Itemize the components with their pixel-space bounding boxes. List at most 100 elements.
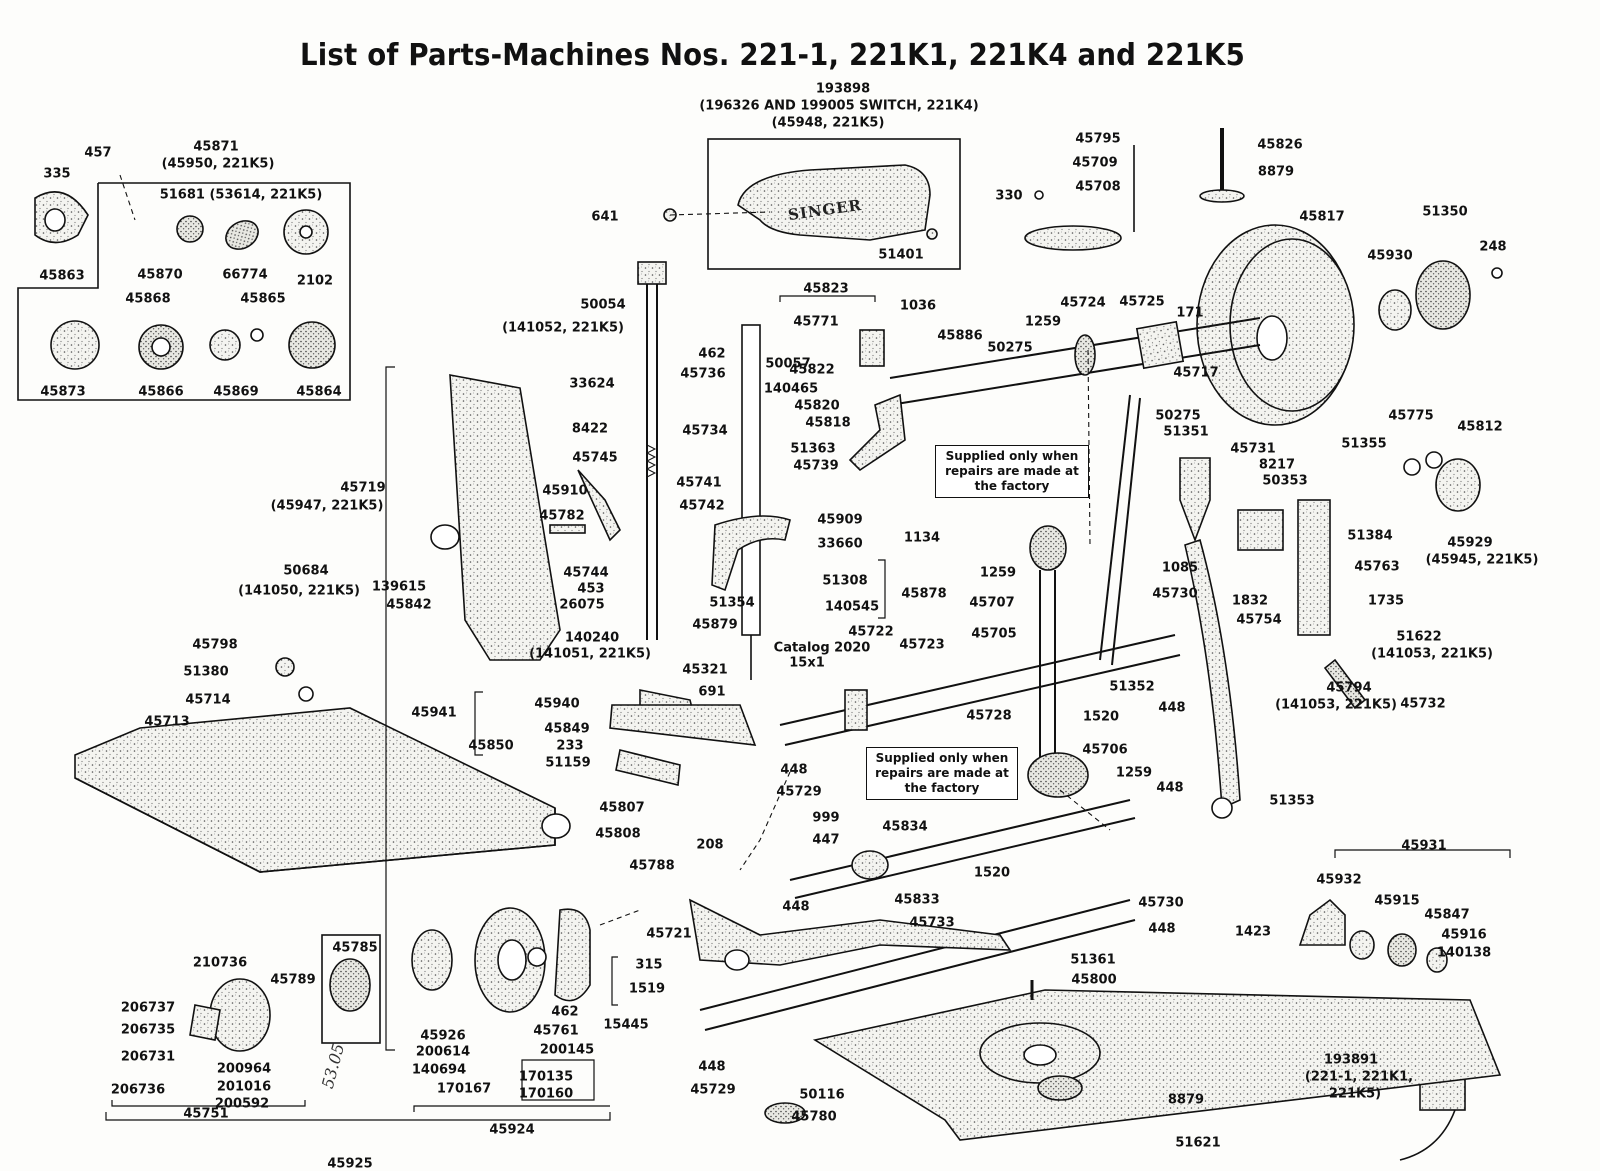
part-label: 45940 [534, 696, 580, 712]
bobbin-parts-box [17, 182, 351, 401]
part-label: 45771 [793, 314, 839, 330]
needle-bar [741, 324, 761, 636]
bobbin-box-45785 [321, 934, 381, 1044]
part-label: 51622 [1396, 629, 1442, 645]
part-label: 45800 [1071, 972, 1117, 988]
face-cover-plate [737, 164, 931, 241]
part-label: 26075 [559, 597, 605, 613]
part-label: 45785 [332, 940, 378, 956]
part-label: 8217 [1258, 457, 1296, 473]
part-label: 193898 [815, 81, 871, 97]
factory-note-upper: Supplied only when repairs are made at t… [935, 445, 1089, 498]
hook-45926 [411, 929, 453, 991]
part-label: 8422 [571, 421, 609, 437]
part-label: 45930 [1367, 248, 1413, 264]
part-label: 45761 [533, 1023, 579, 1039]
part-label: 51621 [1175, 1135, 1221, 1151]
part-label: 8879 [1167, 1092, 1205, 1108]
part-label: 45926 [420, 1028, 466, 1044]
part-label: 45879 [692, 617, 738, 633]
shaft-gear [1074, 334, 1096, 376]
part-label: 45863 [39, 268, 85, 284]
spool-pin-45826 [1199, 189, 1245, 203]
part-label: 1134 [903, 530, 941, 546]
part-label: 51354 [709, 595, 755, 611]
part-label: 45729 [690, 1082, 736, 1098]
part-label: 45745 [572, 450, 618, 466]
part-label: (221-1, 221K1, [1304, 1069, 1414, 1085]
part-label: 45868 [125, 291, 171, 307]
part-label: 206736 [110, 1082, 166, 1098]
part-label: 51361 [1070, 952, 1116, 968]
part-label: 51681 (53614, 221K5) [159, 187, 323, 203]
part-label: 51353 [1269, 793, 1315, 809]
part-label: 248 [1479, 239, 1507, 255]
part-label: 140545 [824, 599, 880, 615]
presser-bar-screw [637, 261, 667, 285]
feed-lifter-fork [1179, 457, 1211, 543]
screw-330 [1034, 190, 1044, 200]
part-label: 15x1 [789, 655, 825, 671]
part-label: 45820 [794, 398, 840, 414]
part-label: 51380 [183, 664, 229, 680]
part-label: 45708 [1075, 179, 1121, 195]
part-label: 45741 [676, 475, 722, 491]
bobbin-winder-45929 [1435, 458, 1481, 512]
part-label: 45817 [1299, 209, 1345, 225]
part-label: (141053, 221K5) [1275, 697, 1397, 713]
vertical-shaft-gear-top [1029, 525, 1067, 571]
part-label: 206735 [120, 1022, 176, 1038]
part-label: 45834 [882, 819, 928, 835]
part-label: 45731 [1230, 441, 1276, 457]
part-label: 45870 [137, 267, 183, 283]
motor-bracket-45932 [1298, 898, 1346, 946]
part-label: 641 [591, 209, 619, 225]
part-label: 51351 [1163, 424, 1209, 440]
part-label: 50116 [799, 1087, 845, 1103]
part-label: 45321 [682, 662, 728, 678]
part-label: 45931 [1401, 838, 1447, 854]
part-label: 45865 [240, 291, 286, 307]
part-label: 51384 [1347, 528, 1393, 544]
bed-plate [812, 989, 1502, 1141]
clutch-washer [1378, 289, 1412, 331]
part-label: 140138 [1436, 945, 1492, 961]
part-label: 140694 [411, 1062, 467, 1078]
stitch-lever-45732 [1323, 658, 1367, 710]
part-label: 691 [698, 684, 726, 700]
part-label: 1259 [979, 565, 1017, 581]
part-label: 45705 [971, 626, 1017, 642]
part-label: 448 [782, 899, 810, 915]
part-label: 140465 [763, 381, 819, 397]
part-label: 45849 [544, 721, 590, 737]
part-label: 45789 [270, 972, 316, 988]
part-label: 45730 [1138, 895, 1184, 911]
part-label: 33660 [817, 536, 863, 552]
part-label: 45929 [1447, 535, 1493, 551]
part-label: 45744 [563, 565, 609, 581]
part-label: 1259 [1024, 314, 1062, 330]
part-label: 206737 [120, 1000, 176, 1016]
part-label: 462 [698, 346, 726, 362]
part-label: 45826 [1257, 137, 1303, 153]
part-label: 45871 [193, 139, 239, 155]
feed-dog [615, 749, 681, 786]
part-label: 171 [1176, 305, 1204, 321]
part-label: 45719 [340, 480, 386, 496]
part-label: 45763 [1354, 559, 1400, 575]
part-label: 221K5) [1328, 1086, 1382, 1102]
part-label: (196326 AND 199005 SWITCH, 221K4) [699, 98, 979, 114]
feed-lifter-rod [1184, 538, 1241, 810]
part-label: 45754 [1236, 612, 1282, 628]
part-label: 200614 [415, 1044, 471, 1060]
part-label: 45925 [327, 1156, 373, 1172]
part-label: 50057 [765, 356, 811, 372]
part-label: (141052, 221K5) [502, 320, 624, 336]
part-label: 448 [780, 762, 808, 778]
screw-51401 [926, 228, 938, 240]
part-label: 462 [551, 1004, 579, 1020]
part-label: 45775 [1388, 408, 1434, 424]
part-label: 45728 [966, 708, 1012, 724]
part-label: 200592 [214, 1096, 270, 1112]
